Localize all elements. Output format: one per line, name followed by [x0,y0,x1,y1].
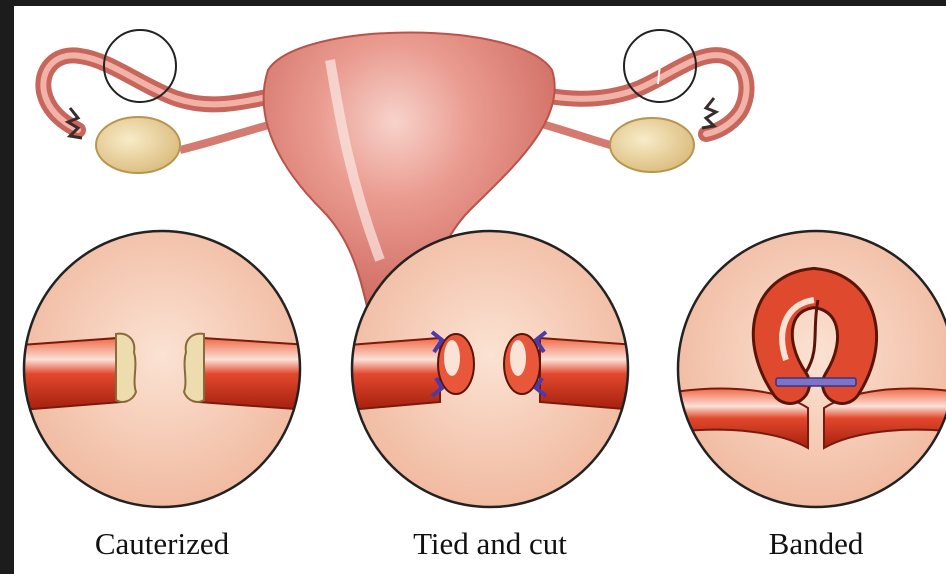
tied-and-cut-circle [348,231,636,507]
banded-circle [674,231,946,507]
band-ring [776,378,856,386]
banded-label: Banded [769,526,864,562]
cauterized-circle [20,231,310,507]
tied-and-cut-label: Tied and cut [413,526,567,562]
cauterized-label: Cauterized [95,526,229,562]
right-ovary [610,118,694,172]
left-ovary [96,117,180,173]
